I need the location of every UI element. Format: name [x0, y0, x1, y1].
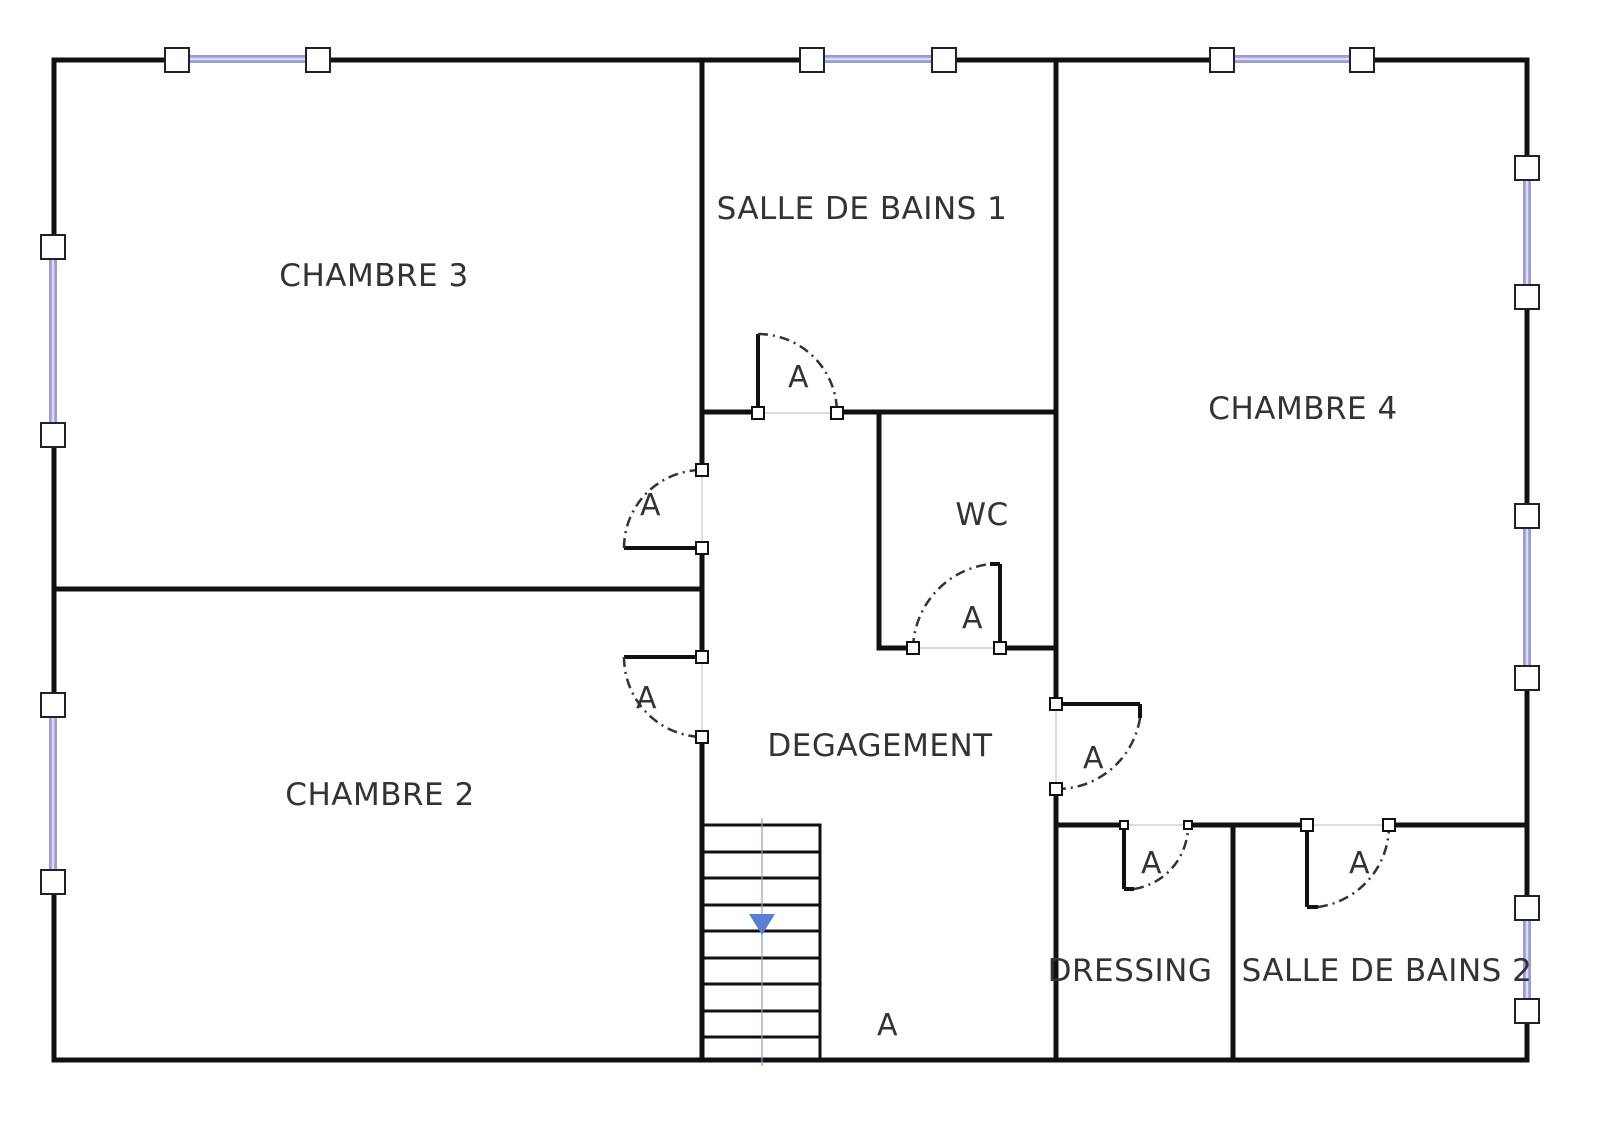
- window-top-chambre-4: [1209, 47, 1375, 73]
- door-tag: A: [788, 360, 809, 395]
- room-labels: CHAMBRE 3 SALLE DE BAINS 1 CHAMBRE 4 WC …: [279, 191, 1532, 1043]
- door-tag-entry: A: [877, 1008, 898, 1043]
- door-chambre-3[interactable]: A: [622, 463, 709, 555]
- staircase: [701, 818, 822, 1066]
- room-label-wc: WC: [955, 497, 1008, 533]
- window-left-chambre-2: [40, 692, 66, 895]
- door-tag: A: [640, 488, 661, 523]
- window-right-chambre-4-lower: [1514, 503, 1540, 691]
- room-label-salle-de-bains-1: SALLE DE BAINS 1: [717, 191, 1008, 227]
- door-tag: A: [1083, 741, 1104, 776]
- door-salle-de-bains-1[interactable]: A: [751, 332, 844, 420]
- door-tag: A: [1141, 846, 1162, 881]
- windows: [40, 47, 1540, 1024]
- door-chambre-2[interactable]: A: [622, 650, 709, 744]
- doors: A A A A: [622, 332, 1396, 909]
- door-tag: A: [636, 681, 657, 716]
- door-salle-de-bains-2[interactable]: A: [1300, 818, 1396, 909]
- door-tag: A: [962, 601, 983, 636]
- interior-walls: [51, 57, 1530, 1063]
- room-label-chambre-3: CHAMBRE 3: [279, 258, 468, 294]
- door-chambre-4[interactable]: A: [1049, 697, 1142, 796]
- window-left-chambre-3: [40, 234, 66, 448]
- room-label-dressing: DRESSING: [1048, 953, 1213, 989]
- door-tag: A: [1349, 846, 1370, 881]
- room-label-chambre-4: CHAMBRE 4: [1208, 391, 1397, 427]
- room-label-chambre-2: CHAMBRE 2: [285, 777, 474, 813]
- window-top-chambre-3: [164, 47, 331, 73]
- door-wc[interactable]: A: [906, 562, 1007, 655]
- door-dressing[interactable]: A: [1119, 820, 1193, 891]
- room-label-salle-de-bains-2: SALLE DE BAINS 2: [1242, 953, 1533, 989]
- window-right-salle-de-bains-2: [1514, 895, 1540, 1024]
- room-label-degagement: DEGAGEMENT: [767, 728, 993, 764]
- stair-down-arrow-icon: [749, 914, 775, 935]
- window-right-chambre-4-upper: [1514, 155, 1540, 310]
- window-top-salle-de-bains-1: [799, 47, 957, 73]
